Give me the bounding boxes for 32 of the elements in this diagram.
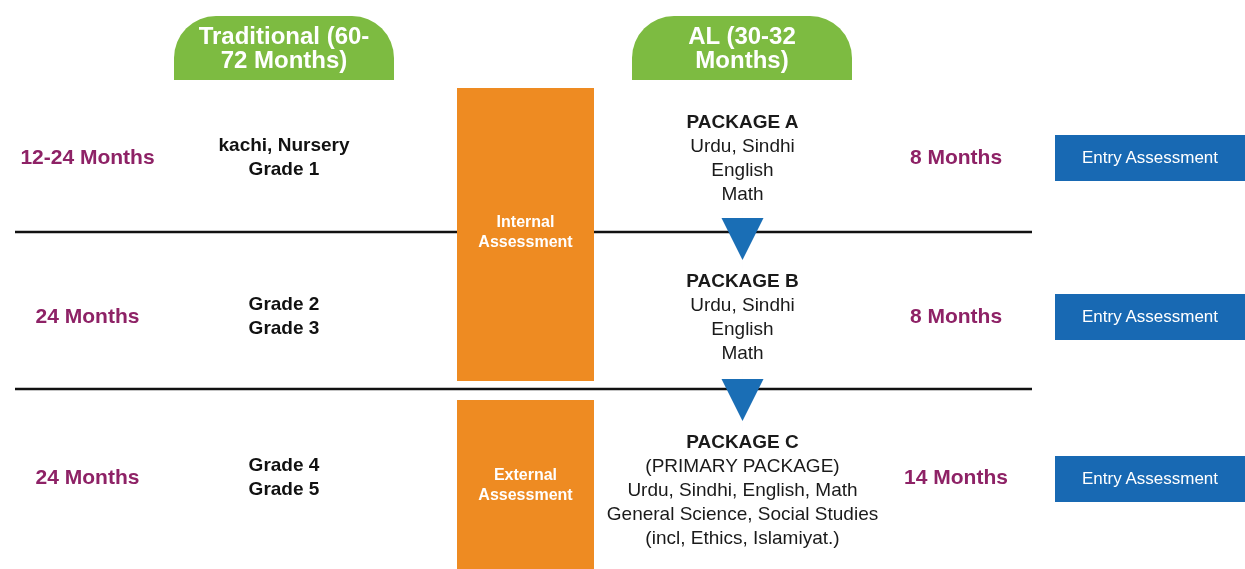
duration-text: 8 Months [908, 304, 1004, 328]
subject-text: Math [721, 182, 764, 206]
subject-text: (PRIMARY PACKAGE) [645, 454, 840, 478]
subject-text: General Science, Social Studies (incl, Ethics, Islamiyat.) [605, 502, 880, 550]
subject-text: Urdu, Sindhi [690, 134, 795, 158]
header-text: Traditional (60-72 Months) [197, 24, 371, 72]
period-header [632, 16, 852, 80]
duration-text: 24 Months [34, 304, 141, 328]
grade-text: Grade 2 Grade 3 [247, 292, 321, 340]
subject-text: English [711, 317, 774, 341]
entry-assessment-box: Entry Assessment [1055, 294, 1245, 340]
duration-text: 14 Months [903, 465, 1009, 489]
entry-assessment-box: Entry Assessment [1055, 135, 1245, 181]
package-title: PACKAGE B [686, 269, 799, 293]
subject-text: English [711, 158, 774, 182]
assessment-text: Internal Assessment [477, 212, 574, 252]
duration-text: 8 Months [908, 145, 1004, 169]
duration-text: 12-24 Months [19, 145, 156, 169]
subject-text: Urdu, Sindhi, English, Math [627, 478, 858, 502]
duration-text: 24 Months [34, 465, 141, 489]
period-header [174, 16, 394, 80]
assessment-bar [457, 400, 594, 569]
package-title: PACKAGE C [686, 430, 799, 454]
subject-text: Math [721, 341, 764, 365]
grade-text: kachi, Nursery Grade 1 [217, 133, 351, 181]
package-title: PACKAGE A [686, 110, 799, 134]
header-text: AL (30-32 Months) [687, 24, 797, 72]
assessment-text: External Assessment [477, 464, 574, 505]
subject-text: Urdu, Sindhi [690, 293, 795, 317]
grade-text: Grade 4 Grade 5 [247, 453, 321, 501]
assessment-bar [457, 88, 594, 381]
entry-assessment-box: Entry Assessment [1055, 456, 1245, 502]
